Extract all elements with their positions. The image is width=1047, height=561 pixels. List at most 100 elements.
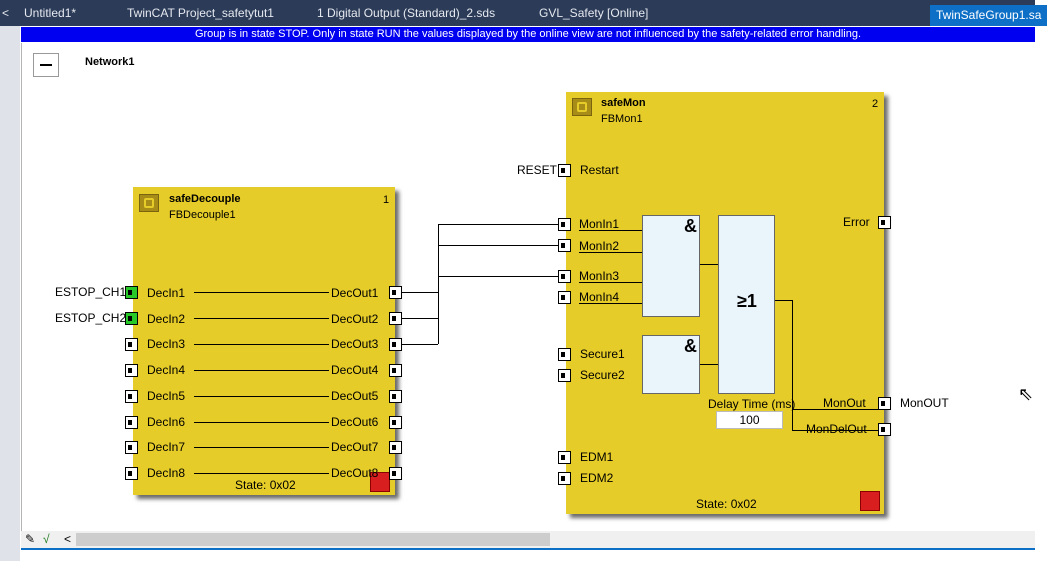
fb1-state: State: 0x02	[235, 478, 296, 492]
error-label: Error	[843, 215, 870, 229]
mondelout-label: MonDelOut	[806, 422, 867, 436]
network-label: Network1	[85, 56, 135, 68]
mouse-cursor-icon: ⇖	[1018, 384, 1034, 404]
decout6-port[interactable]	[389, 416, 402, 429]
decout3-label: DecOut3	[331, 337, 379, 351]
minus-icon	[40, 64, 52, 66]
fb1-number: 1	[383, 194, 390, 206]
edm2-port[interactable]	[558, 472, 571, 485]
fb2-error-indicator	[860, 491, 880, 511]
fb1-instance-label: FBDecouple1	[169, 209, 236, 221]
decin4-label: DecIn4	[147, 363, 186, 377]
decout8-label: DecOut8	[331, 466, 379, 480]
decin4-port[interactable]	[125, 364, 138, 377]
decin3-label: DecIn3	[147, 337, 186, 351]
horizontal-scrollbar-thumb[interactable]	[76, 533, 550, 546]
tab-twincat-project[interactable]: TwinCAT Project_safetytut1	[127, 6, 274, 20]
mondelout-port[interactable]	[878, 423, 891, 436]
fb1-error-indicator	[370, 472, 390, 492]
tab-scroll-left-button[interactable]: <	[2, 6, 10, 20]
function-block-icon	[139, 194, 159, 212]
decin1-label: DecIn1	[147, 286, 186, 300]
decin2-port[interactable]	[125, 312, 138, 325]
decout1-label: DecOut1	[331, 286, 379, 300]
secure1-port[interactable]	[558, 348, 571, 361]
and-gate-2-symbol: &	[684, 336, 697, 356]
decout5-label: DecOut5	[331, 389, 379, 403]
decout8-port[interactable]	[389, 467, 402, 480]
check-icon[interactable]: √	[43, 532, 50, 546]
monin1-port[interactable]	[558, 218, 571, 231]
decin1-port[interactable]	[125, 286, 138, 299]
decout7-label: DecOut7	[331, 440, 379, 454]
document-tab-bar: < Untitled1* TwinCAT Project_safetytut1 …	[0, 0, 1047, 26]
tab-digital-output[interactable]: 1 Digital Output (Standard)_2.sds	[317, 6, 496, 20]
decout4-port[interactable]	[389, 364, 402, 377]
decin6-label: DecIn6	[147, 415, 186, 429]
decin5-port[interactable]	[125, 390, 138, 403]
decin8-label: DecIn8	[147, 466, 186, 480]
safedecouple-function-block[interactable]	[133, 187, 395, 495]
fb2-state: State: 0x02	[696, 497, 757, 511]
decout2-port[interactable]	[389, 312, 402, 325]
left-panel-strip	[0, 0, 20, 561]
decout4-label: DecOut4	[331, 363, 379, 377]
editor-bottom-border	[21, 548, 1035, 550]
network-collapse-button[interactable]	[33, 53, 59, 77]
monin4-label: MonIn4	[579, 290, 620, 304]
decin5-label: DecIn5	[147, 389, 186, 403]
decout5-port[interactable]	[389, 390, 402, 403]
monin2-port[interactable]	[558, 239, 571, 252]
scroll-left-button[interactable]: <	[64, 532, 72, 546]
tab-twinsafegroup1[interactable]: TwinSafeGroup1.sa	[930, 5, 1047, 26]
reset-signal: RESET	[517, 163, 558, 177]
decout1-port[interactable]	[389, 286, 402, 299]
fb1-type-label: safeDecouple	[169, 193, 241, 205]
monout-signal: MonOUT	[900, 396, 949, 410]
delay-time-input[interactable]: 100	[716, 411, 783, 429]
or-gate-symbol: ≥1	[737, 291, 757, 311]
decout7-port[interactable]	[389, 441, 402, 454]
error-port[interactable]	[878, 216, 891, 229]
edm2-label: EDM2	[580, 471, 614, 485]
decin3-port[interactable]	[125, 338, 138, 351]
and-gate-1	[642, 215, 700, 317]
fb2-type-label: safeMon	[601, 97, 646, 109]
tab-gvl-safety[interactable]: GVL_Safety [Online]	[539, 6, 649, 20]
function-block-icon	[572, 98, 592, 116]
edm1-label: EDM1	[580, 450, 614, 464]
delay-time-label: Delay Time (ms)	[708, 397, 796, 411]
restart-label: Restart	[580, 163, 619, 177]
edm1-port[interactable]	[558, 451, 571, 464]
stop-state-banner: Group is in state STOP. Only in state RU…	[21, 27, 1035, 42]
and-gate-1-symbol: &	[684, 216, 697, 236]
monin4-port[interactable]	[558, 291, 571, 304]
decout6-label: DecOut6	[331, 415, 379, 429]
secure1-label: Secure1	[580, 347, 625, 361]
estop-ch2-signal: ESTOP_CH2	[55, 311, 127, 325]
monout-label: MonOut	[823, 396, 866, 410]
decin8-port[interactable]	[125, 467, 138, 480]
edit-pencil-icon[interactable]: ✎	[25, 532, 36, 546]
monin2-label: MonIn2	[579, 239, 620, 253]
secure2-port[interactable]	[558, 369, 571, 382]
monin3-label: MonIn3	[579, 269, 620, 283]
secure2-label: Secure2	[580, 368, 625, 382]
decin6-port[interactable]	[125, 416, 138, 429]
monout-port[interactable]	[878, 397, 891, 410]
fb2-number: 2	[872, 98, 879, 110]
estop-ch1-signal: ESTOP_CH1	[55, 285, 127, 299]
or-gate	[718, 215, 775, 394]
decout3-port[interactable]	[389, 338, 402, 351]
monin1-label: MonIn1	[579, 217, 620, 231]
decin2-label: DecIn2	[147, 312, 186, 326]
decin7-label: DecIn7	[147, 440, 186, 454]
decin7-port[interactable]	[125, 441, 138, 454]
fb2-instance-label: FBMon1	[601, 113, 643, 125]
restart-port[interactable]	[558, 164, 571, 177]
and-gate-2	[642, 335, 700, 394]
decout2-label: DecOut2	[331, 312, 379, 326]
monin3-port[interactable]	[558, 270, 571, 283]
tab-untitled1[interactable]: Untitled1*	[24, 6, 77, 20]
